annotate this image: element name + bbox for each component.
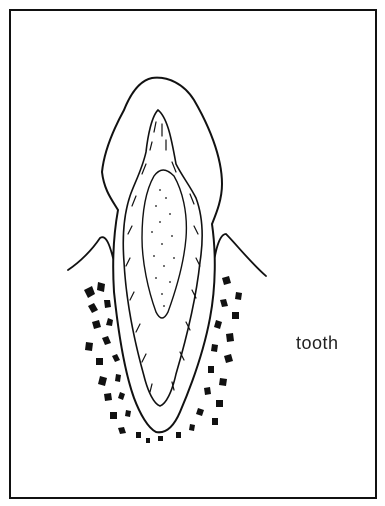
gum-line-right — [214, 234, 266, 276]
gum-line-left — [68, 237, 114, 270]
tooth-label: tooth — [296, 333, 339, 354]
